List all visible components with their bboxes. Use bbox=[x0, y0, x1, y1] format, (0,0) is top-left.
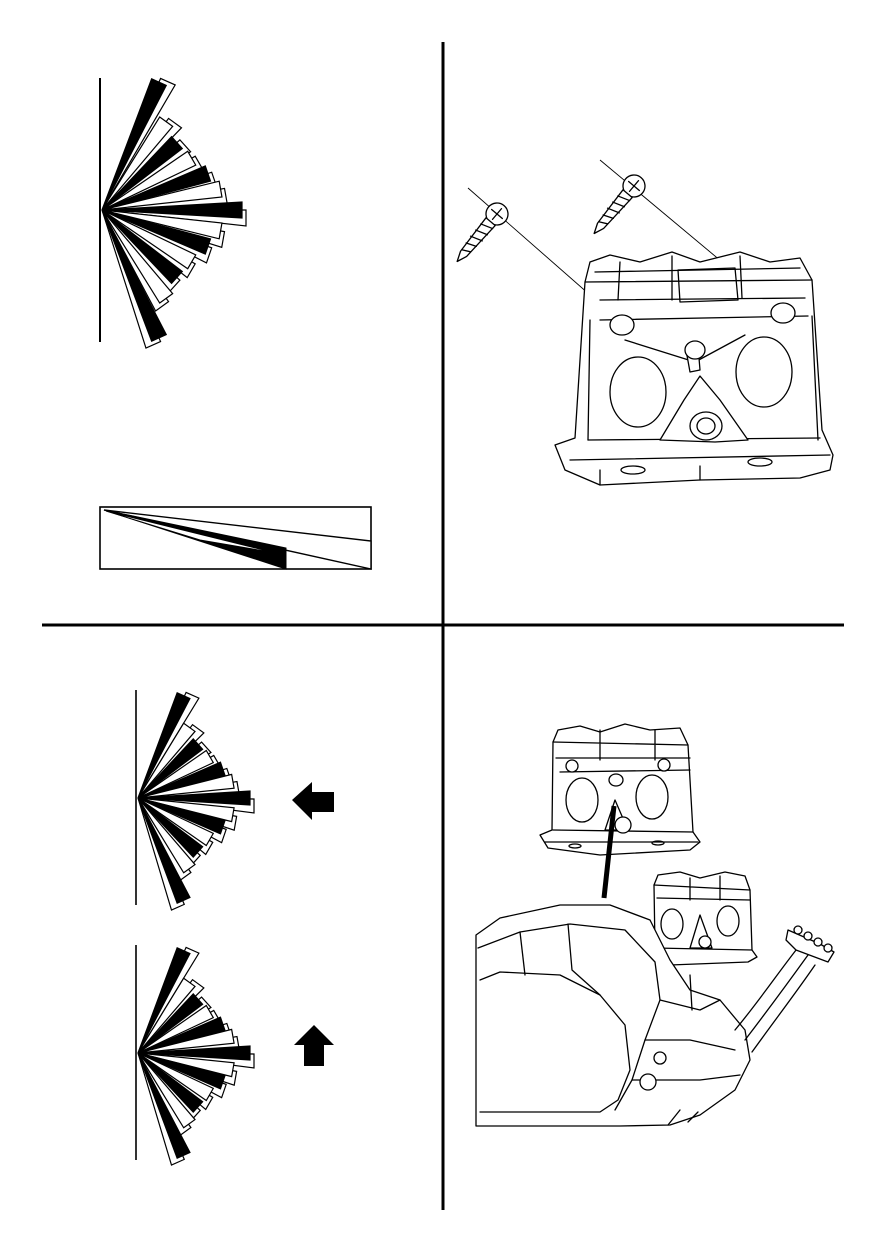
center-boss bbox=[690, 412, 722, 440]
orientation-option-1 bbox=[136, 690, 334, 910]
mounting-bracket-illustration bbox=[449, 160, 833, 485]
keyhole-slot bbox=[685, 341, 705, 359]
screw-icon bbox=[449, 199, 513, 269]
screw-icon bbox=[586, 171, 650, 241]
screw-head bbox=[566, 760, 578, 772]
cable-opening bbox=[610, 357, 666, 427]
top-view-zone-fan bbox=[100, 78, 246, 348]
screw-hole bbox=[610, 315, 634, 335]
cable-opening bbox=[566, 778, 598, 822]
bracket-body bbox=[540, 724, 700, 855]
arrow-left-icon bbox=[292, 782, 334, 820]
bracket-to-sensor-illustration bbox=[476, 724, 834, 1126]
cable-opening bbox=[636, 775, 668, 819]
screw-hole bbox=[771, 303, 795, 323]
bracket-body bbox=[555, 252, 833, 485]
zone-beams bbox=[138, 692, 254, 910]
orientation-option-2 bbox=[136, 945, 334, 1165]
screw-head bbox=[658, 759, 670, 771]
side-view-zone-wedge bbox=[100, 507, 371, 569]
zone-beams bbox=[102, 78, 246, 348]
cable-opening bbox=[736, 337, 792, 407]
arrow-up-icon bbox=[294, 1025, 334, 1066]
zone-beams bbox=[138, 947, 254, 1165]
